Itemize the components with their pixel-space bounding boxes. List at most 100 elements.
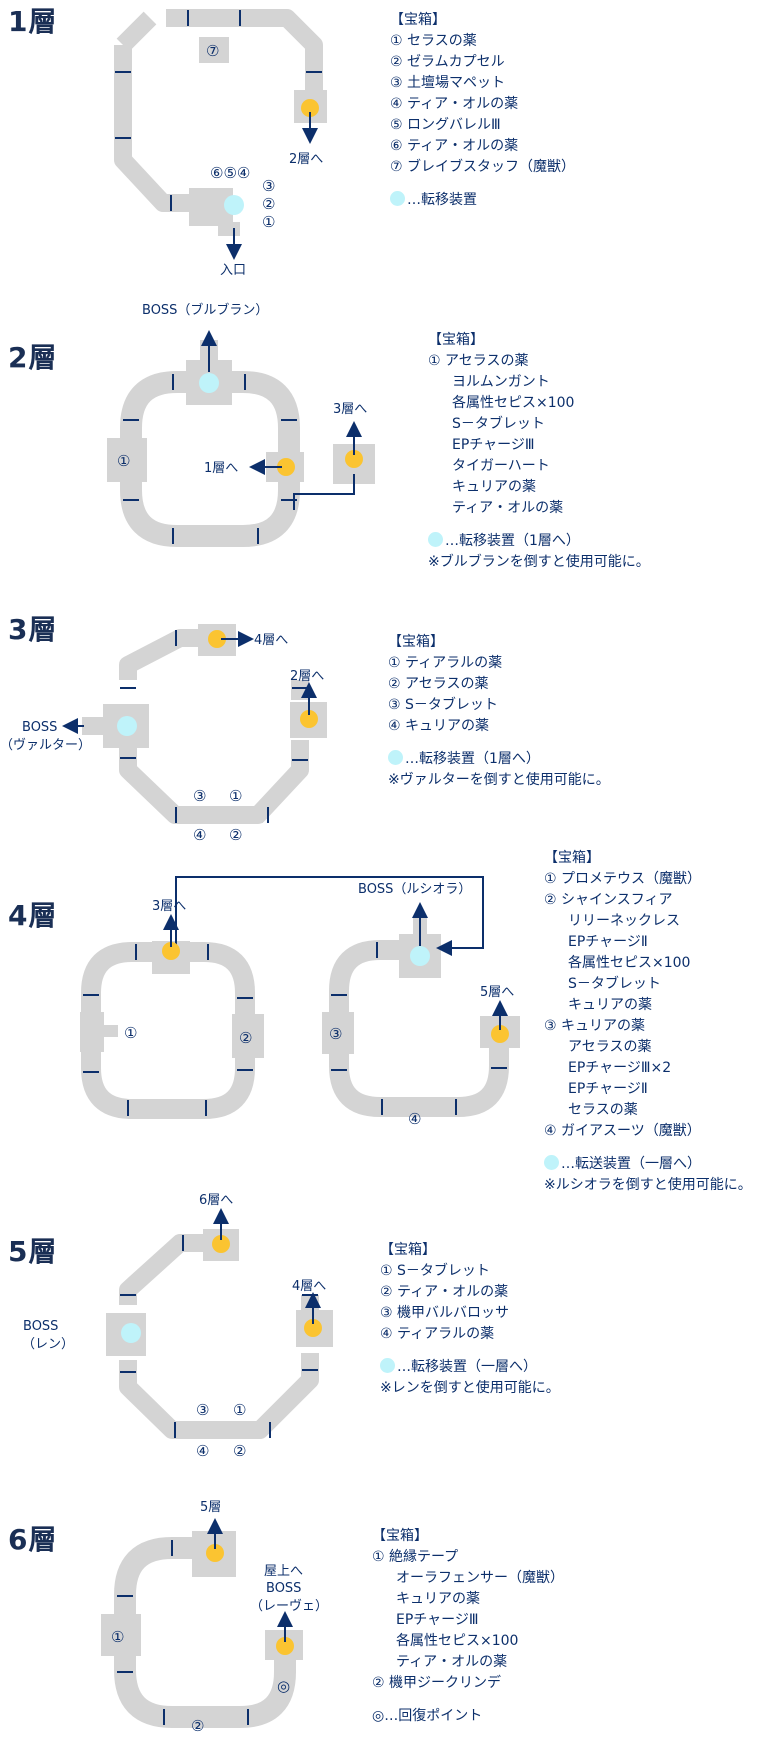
floor-3-teleporter[interactable] <box>117 716 137 736</box>
floor-5-teleporter[interactable] <box>121 1323 141 1343</box>
floor-2-exit-prev[interactable] <box>277 458 295 476</box>
floor-4-label-b3: ③ <box>329 1025 342 1043</box>
floor-1-label-stack-3: ③ <box>262 177 275 195</box>
floor-6-label-roof-2: BOSS <box>266 1581 301 1596</box>
teleporter-icon <box>380 1358 395 1373</box>
floor-5-legend: 【宝箱】 ① S－タブレット ② ティア・オルの薬 ③ 機甲バルバロッサ ④ テ… <box>380 1240 560 1399</box>
floor-5-exit-prev[interactable] <box>304 1319 322 1337</box>
floor-5-label-b4: ④ <box>196 1442 209 1460</box>
floor-3-label-b2: ② <box>229 826 242 844</box>
floor-2-label-boss: BOSS（ブルブラン） <box>142 302 268 318</box>
legend-item: 各属性セピス×100 <box>568 955 691 971</box>
legend-item: ① ティアラルの薬 <box>388 655 503 671</box>
floor-4-corridor-right <box>329 940 509 1117</box>
floor-3-label-prev: 2層へ <box>290 669 324 684</box>
floor-4-map: 3層へ BOSS（ルシオラ） 5層へ ① ② ③ ④ <box>80 876 520 1128</box>
legend-item: ティア・オルの薬 <box>396 1654 508 1670</box>
legend-teleporter: …転送装置（一層へ） <box>544 1154 752 1175</box>
floor-6-exit-roof[interactable] <box>276 1637 294 1655</box>
floor-4-exit-prev[interactable] <box>162 942 180 960</box>
legend-item: ③ キュリアの薬 <box>544 1018 646 1034</box>
teleporter-icon <box>428 532 443 547</box>
floor-5-corridor <box>119 1234 319 1439</box>
floor-5-label-next: 6層へ <box>199 1193 233 1208</box>
legend-teleporter-text: …転移装置（1層へ） <box>445 533 580 549</box>
floor-5-room-bottom <box>183 1421 263 1438</box>
legend-item: ティア・オルの薬 <box>452 500 564 516</box>
legend-item: ③ S－タブレット <box>388 697 498 713</box>
floor-2-exit-next[interactable] <box>345 450 363 468</box>
floor-3-label-b3: ③ <box>193 787 206 805</box>
legend-note: ※ルシオラを倒すと使用可能に。 <box>544 1177 752 1193</box>
floor-3-label-boss-1: BOSS <box>22 720 57 735</box>
floor-6-label-b2: ② <box>191 1717 204 1735</box>
floor-1-teleporter[interactable] <box>224 195 244 215</box>
legend-item: 各属性セピス×100 <box>396 1633 519 1649</box>
floor-1-label-box7: ⑦ <box>206 42 219 60</box>
floor-3-title: 3層 <box>8 613 58 646</box>
floor-1-label-next: 2層へ <box>289 152 323 167</box>
legend-item: S－タブレット <box>452 416 545 432</box>
floor-2-label-box1: ① <box>117 452 130 470</box>
floor-2-legend: 【宝箱】 ① アセラスの薬 ヨルムンガント 各属性セピス×100 S－タブレット… <box>428 330 650 573</box>
legend-item: タイガーハート <box>452 458 550 474</box>
floor-4-label-b4: ④ <box>408 1110 421 1128</box>
floor-1-map: ⑦ 2層へ ⑥⑤④ ③ ② ① 入口 <box>114 9 327 278</box>
floor-3-exit-next[interactable] <box>208 630 226 648</box>
legend-item: ① S－タブレット <box>380 1263 490 1279</box>
floor-6-map: 5層 屋上へ BOSS （レーヴェ） ① ② ◎ <box>101 1500 328 1735</box>
legend-item: ⑦ ブレイブスタッフ（魔獣） <box>390 159 576 175</box>
teleporter-icon <box>388 750 403 765</box>
floor-6-label-roof-3: （レーヴェ） <box>250 1598 328 1614</box>
floor-6-room-bottom <box>176 1708 238 1726</box>
floor-2-label-prev: 1層へ <box>204 461 238 476</box>
legend-item: ① アセラスの薬 <box>428 353 529 369</box>
floor-6-label-heal: ◎ <box>277 1677 290 1695</box>
floor-4-room-bottom-left <box>140 1100 188 1118</box>
floor-2-room-left <box>107 438 147 482</box>
floor-6-label-roof-1: 屋上へ <box>264 1564 303 1579</box>
floor-2-teleporter[interactable] <box>199 373 219 393</box>
floor-5-label-b1: ① <box>233 1401 246 1419</box>
legend-item: ① プロメテウス（魔獣） <box>544 871 702 887</box>
floor-2-room-bottom <box>183 527 249 545</box>
floor-6-label-prev: 5層 <box>200 1500 221 1515</box>
floor-5-map: 6層へ 4層へ BOSS （レン） ③ ① ④ ② <box>22 1193 333 1460</box>
floor-4-legend: 【宝箱】 ① プロメテウス（魔獣） ② シャインスフィア リリーネックレス EP… <box>544 848 752 1196</box>
legend-item: ② ティア・オルの薬 <box>380 1284 509 1300</box>
floor-1-label-entrance: 入口 <box>220 263 246 278</box>
floor-5-label-b3: ③ <box>196 1401 209 1419</box>
floor-4-exit-next[interactable] <box>491 1025 509 1043</box>
legend-teleporter-text: …転移装置 <box>407 192 477 208</box>
floor-5-label-b2: ② <box>233 1442 246 1460</box>
legend-item: ④ ガイアスーツ（魔獣） <box>544 1123 701 1139</box>
legend-item: ③ 機甲バルバロッサ <box>380 1305 510 1321</box>
legend-item: アセラスの薬 <box>568 1039 652 1055</box>
floor-3-room-boss-stub <box>82 717 106 735</box>
floor-1-room-entrance-stub <box>218 222 240 236</box>
floor-6-title: 6層 <box>8 1523 58 1556</box>
floor-4-room-b4 <box>393 1098 435 1116</box>
legend-item: ② 機甲ジークリンデ <box>372 1675 502 1691</box>
legend-item: 各属性セピス×100 <box>452 395 575 411</box>
legend-teleporter: …転移装置 <box>390 190 575 211</box>
legend-item: ② シャインスフィア <box>544 892 673 908</box>
legend-header: 【宝箱】 <box>390 12 446 28</box>
floor-1-corridor <box>114 9 323 212</box>
floor-5-exit-next[interactable] <box>212 1235 230 1253</box>
teleporter-icon <box>390 191 405 206</box>
floor-4-room-b2 <box>232 1014 264 1058</box>
floor-1-exit-marker[interactable] <box>301 99 319 117</box>
legend-item: キュリアの薬 <box>568 997 652 1013</box>
legend-note: ※ヴァルターを倒すと使用可能に。 <box>388 772 610 788</box>
legend-item: キュリアの薬 <box>452 479 536 495</box>
floor-6-legend: 【宝箱】 ① 絶縁テープ オーラフェンサー（魔獣） キュリアの薬 EPチャージⅢ… <box>372 1526 564 1727</box>
floor-4-teleporter[interactable] <box>410 946 430 966</box>
floor-3-exit-prev[interactable] <box>300 710 318 728</box>
floor-3-room-bottom <box>183 806 263 823</box>
legend-item: ④ キュリアの薬 <box>388 718 490 734</box>
floor-6-exit-prev[interactable] <box>206 1544 224 1562</box>
floor-4-label-boss: BOSS（ルシオラ） <box>358 882 471 897</box>
floor-3-label-next: 4層へ <box>254 633 288 648</box>
